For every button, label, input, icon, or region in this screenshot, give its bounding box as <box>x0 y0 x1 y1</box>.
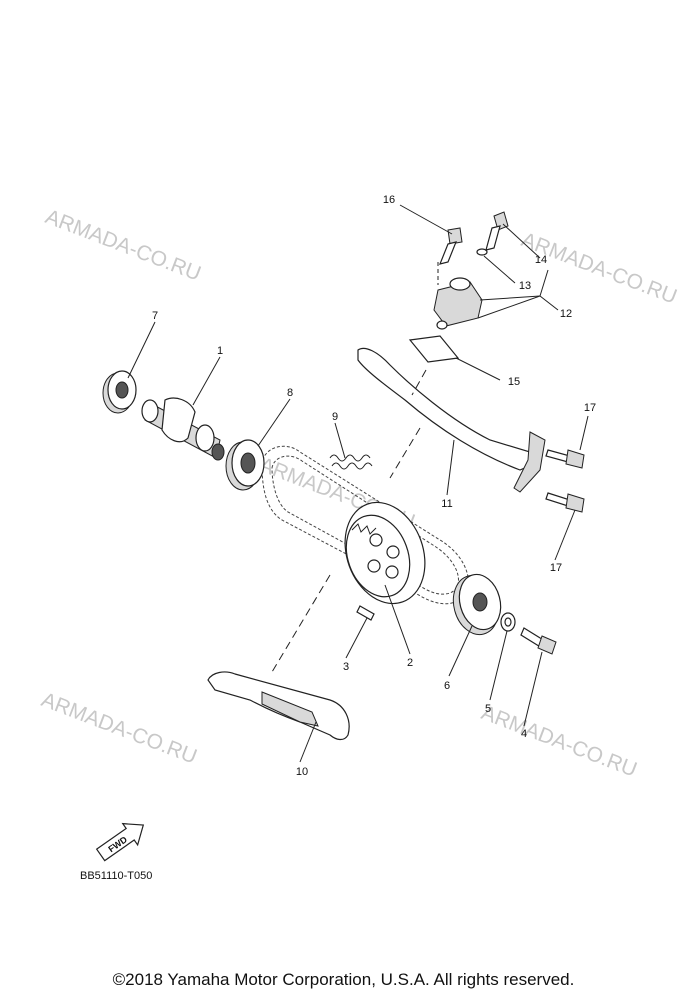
diagram-code: BB51110-T050 <box>80 870 153 882</box>
part-14-bolt <box>485 211 509 251</box>
part-17-bolt-lower <box>545 492 585 513</box>
label-part-7: 7 <box>152 310 158 322</box>
label-part-13: 13 <box>519 280 531 292</box>
part-6-plate <box>452 573 502 636</box>
part-5-washer <box>500 612 516 632</box>
watermark-2: ARMADA-CO.RU <box>518 228 680 308</box>
watermarks: ARMADA-CO.RU ARMADA-CO.RU ARMADA-CO.RU A… <box>38 205 680 781</box>
fwd-arrow-icon: FWD <box>95 822 145 862</box>
label-part-4: 4 <box>521 728 527 740</box>
part-1-camshaft <box>141 397 225 461</box>
label-part-5: 5 <box>485 703 491 715</box>
part-8-bearing <box>225 439 265 491</box>
label-part-9: 9 <box>332 411 338 423</box>
label-part-14: 14 <box>535 254 547 266</box>
label-part-10: 10 <box>296 766 308 778</box>
label-part-6: 6 <box>444 680 450 692</box>
part-3-pin <box>356 605 375 621</box>
copyright-notice: ©2018 Yamaha Motor Corporation, U.S.A. A… <box>112 970 575 989</box>
part-16-bolt <box>439 227 463 265</box>
part-10-chain-guide <box>207 671 350 741</box>
part-2-sprocket <box>344 501 426 605</box>
watermark-1: ARMADA-CO.RU <box>42 205 204 285</box>
part-9-spring <box>329 454 373 470</box>
part-number-labels: 7 1 8 9 2 3 6 5 4 10 11 12 13 14 15 16 1… <box>152 194 596 778</box>
label-part-1: 1 <box>217 345 223 357</box>
label-part-15: 15 <box>508 376 520 388</box>
label-part-2: 2 <box>407 657 413 669</box>
label-part-3: 3 <box>343 661 349 673</box>
part-17-bolt-upper <box>545 449 585 469</box>
leader-lines <box>127 204 589 763</box>
label-part-17-lower: 17 <box>550 562 562 574</box>
label-part-16: 16 <box>383 194 395 206</box>
watermark-4: ARMADA-CO.RU <box>38 688 200 768</box>
watermark-5: ARMADA-CO.RU <box>478 701 640 781</box>
part-4-bolt <box>520 627 557 655</box>
part-7-bearing <box>102 370 137 414</box>
part-15-gasket <box>408 335 460 363</box>
label-part-12: 12 <box>560 308 572 320</box>
timing-chain-inner <box>271 455 459 595</box>
label-part-11: 11 <box>441 498 452 510</box>
part-12-tensioner <box>433 277 483 330</box>
label-part-8: 8 <box>287 387 293 399</box>
label-part-17-upper: 17 <box>584 402 596 414</box>
part-11-chain-guide <box>357 347 546 493</box>
part-13-o-ring <box>476 248 488 256</box>
